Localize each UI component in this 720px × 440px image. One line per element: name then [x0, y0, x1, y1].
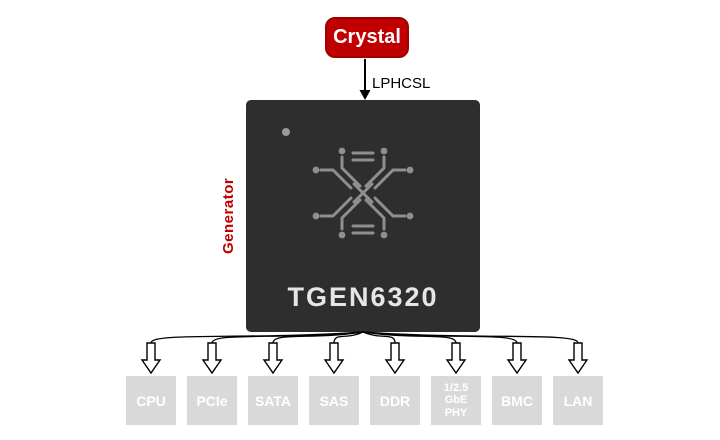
output-box-lan: LAN: [553, 376, 603, 425]
chip-part-number: TGEN6320: [287, 282, 439, 312]
generator-role-label: Generator: [220, 177, 237, 255]
tgen6320-chip: TGEN6320: [246, 100, 480, 332]
output-box-pcie: PCIe: [187, 376, 237, 425]
lphcsl-signal-label: LPHCSL: [372, 75, 431, 92]
output-arrowheads: [140, 342, 589, 375]
pin1-indicator-dot: [282, 128, 290, 136]
crystal-source-box: Crystal: [325, 17, 409, 58]
fanout-arrows: [140, 331, 589, 375]
crystal-label: Crystal: [333, 26, 401, 48]
output-box-cpu: CPU: [126, 376, 176, 425]
output-box-bmc: BMC: [492, 376, 542, 425]
crystal-to-chip-arrow: [359, 59, 371, 100]
output-box-gbe-phy: 1/2.5 GbE PHY: [431, 376, 481, 425]
output-box-sata: SATA: [248, 376, 298, 425]
chip-logo-icon: [312, 147, 414, 239]
output-box-ddr: DDR: [370, 376, 420, 425]
output-box-sas: SAS: [309, 376, 359, 425]
